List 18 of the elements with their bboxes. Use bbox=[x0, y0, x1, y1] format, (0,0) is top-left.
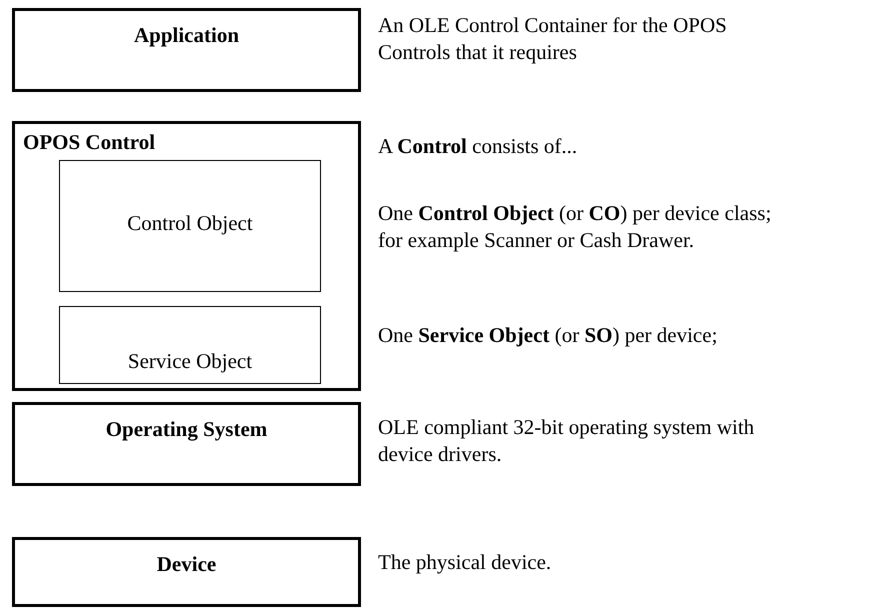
system-box bbox=[12, 402, 361, 486]
application-box bbox=[12, 8, 361, 92]
description-text: OLE compliant 32-bit operating system with device drivers. bbox=[378, 414, 756, 468]
box-label: Control Object bbox=[126, 211, 254, 236]
box-heading: Operating System bbox=[104, 417, 268, 442]
box-heading: Device bbox=[156, 552, 218, 577]
box-label: Service Object bbox=[126, 349, 254, 374]
description-text: The physical device. bbox=[378, 549, 552, 576]
description-text: One Control Object (or CO) per device class; for example Scanner or Cash Drawer. bbox=[378, 200, 772, 254]
box-heading: Application bbox=[132, 23, 240, 48]
object-box bbox=[59, 306, 321, 384]
description-text: A Control consists of... bbox=[378, 133, 578, 160]
description-text: One Service Object (or SO) per device; bbox=[378, 322, 718, 349]
device-box bbox=[12, 537, 361, 607]
control-box bbox=[12, 121, 361, 391]
description-text: An OLE Control Container for the OPOS Controls that it requires bbox=[378, 12, 728, 66]
box-heading: OPOS Control bbox=[23, 130, 156, 155]
object-box bbox=[59, 160, 321, 292]
